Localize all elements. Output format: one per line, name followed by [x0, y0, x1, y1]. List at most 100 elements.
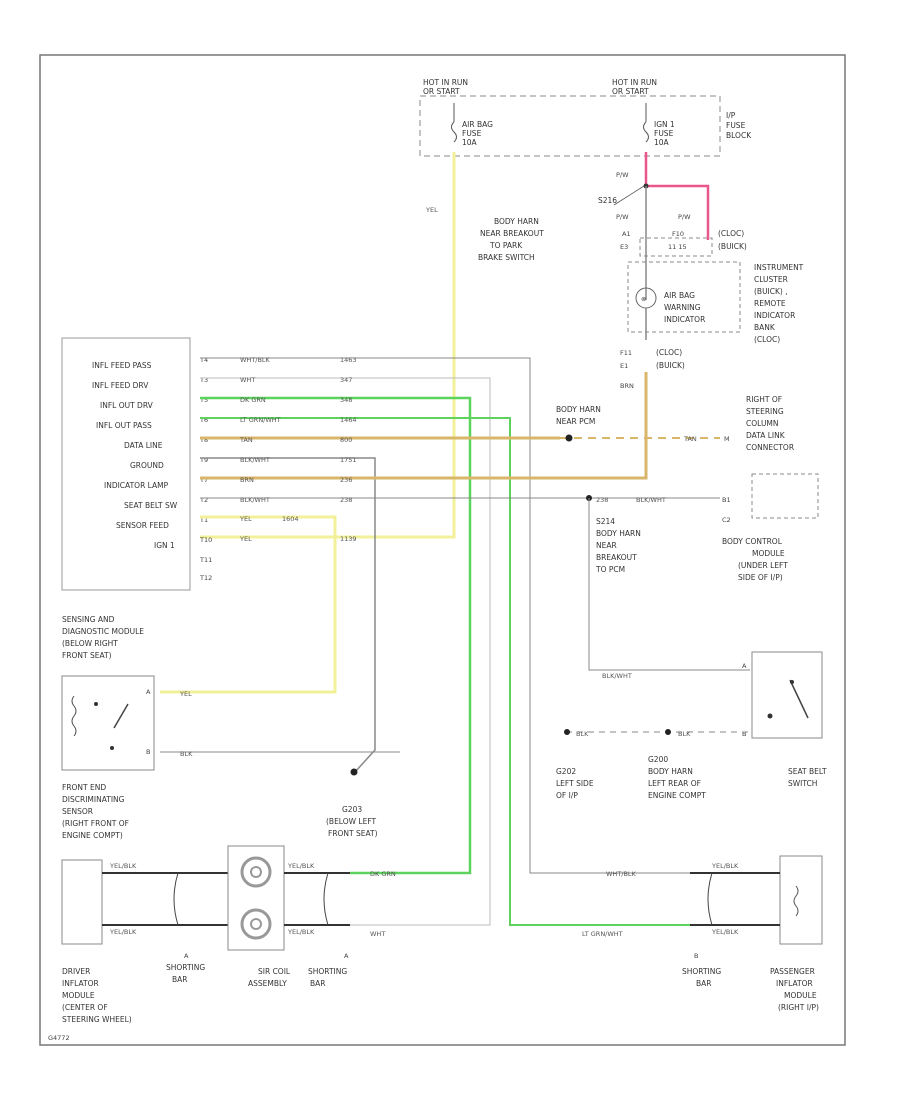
sdm-pin-7: T2	[199, 496, 208, 504]
drv-desc-1: DRIVER	[62, 967, 90, 976]
cluster-pin-1115: 11 15	[668, 243, 687, 251]
sdm-row-label-5: GROUND	[130, 461, 164, 470]
g200-blk: BLK	[678, 730, 691, 738]
left-hot-2: OR START	[423, 87, 460, 96]
diagram-frame	[39, 54, 846, 1046]
sdm-desc-2: DIAGNOSTIC MODULE	[62, 627, 144, 636]
s214-circuit: 238	[596, 496, 608, 504]
s216-desc-3: TO PARK	[489, 241, 523, 250]
pin-b-right: B	[694, 952, 698, 960]
fes-desc-1: FRONT END	[62, 783, 106, 792]
s214-desc-2: NEAR	[596, 541, 617, 550]
fes-yel: YEL	[179, 690, 192, 698]
cluster-pin-pw2: P/W	[616, 213, 629, 221]
drv-wht: WHT	[370, 930, 385, 938]
coil-desc-2: ASSEMBLY	[248, 979, 287, 988]
s216-desc-1: BODY HARN	[494, 217, 539, 226]
belt-desc-2: SWITCH	[788, 779, 817, 788]
body-control-module: B1 C2 BODY CONTROL MODULE (UNDER LEFT SI…	[722, 473, 819, 582]
cluster-lower-1: (CLOC)	[656, 348, 682, 357]
pass-ltgrn: LT GRN/WHT	[582, 930, 623, 938]
coil-desc-1: SIR COIL	[258, 967, 291, 976]
dlc-desc-4: DATA LINK	[746, 431, 786, 440]
pin-a-mid: A	[344, 952, 349, 960]
ic-desc-1: INSTRUMENT	[754, 263, 804, 272]
g203-desc-3: FRONT SEAT)	[328, 829, 378, 838]
sdm-row-label-7: SEAT BELT SW	[124, 501, 178, 510]
splice-s203: BODY HARN NEAR PCM	[556, 405, 601, 426]
sdm-row-label-1: INFL FEED DRV	[92, 381, 149, 390]
sb-right-1: SHORTING	[682, 967, 721, 976]
fes-pin-b: B	[146, 748, 150, 756]
sb-mid-2: BAR	[310, 979, 326, 988]
sdm-pin-6: T7	[199, 476, 208, 484]
sdm-pin-8: T1	[199, 516, 208, 524]
cluster-pin-f11: F11	[620, 349, 632, 357]
sdm-desc-4: FRONT SEAT)	[62, 651, 112, 660]
sdm-module: INFL FEED PASS INFL FEED DRV INFL OUT DR…	[61, 337, 212, 660]
sdm-desc-3: (BELOW RIGHT	[62, 639, 118, 648]
cluster-pin-e3: E3	[620, 243, 628, 251]
fes-desc-4: (RIGHT FRONT OF	[62, 819, 129, 828]
dlc-desc-1: RIGHT OF	[746, 395, 782, 404]
sb-right-2: BAR	[696, 979, 712, 988]
driver-inflator-module: YEL/BLK YEL/BLK SHORTING BAR A DRIVER IN…	[61, 859, 228, 1024]
s214-desc-1: BODY HARN	[596, 529, 641, 538]
sdm-desc-1: SENSING AND	[62, 615, 115, 624]
yellow-wire-ign: YEL	[200, 152, 456, 539]
sdm-pin-4: T8	[199, 436, 208, 444]
bcm-desc-4: SIDE OF I/P)	[738, 573, 783, 582]
wire-color-3: LT GRN/WHT	[240, 416, 281, 424]
g200-desc-3: LEFT REAR OF	[648, 779, 701, 788]
bcm-desc-1: BODY CONTROL	[722, 537, 783, 546]
belt-pin-a: A	[742, 662, 747, 670]
fes-blk: BLK	[180, 750, 193, 758]
pass-yelblk-2: YEL/BLK	[711, 928, 739, 936]
drv-yelblk-1: YEL/BLK	[109, 862, 137, 870]
block-label-3: BLOCK	[726, 131, 752, 140]
bcm-pin-c2: C2	[722, 516, 731, 524]
wire-color-7: BLK/WHT	[240, 496, 270, 504]
data-link-connector: TAN M RIGHT OF STEERING COLUMN DATA LINK…	[683, 395, 794, 452]
sdm-row-label-2: INFL OUT DRV	[100, 401, 154, 410]
pass-whtblk: WHT/BLK	[606, 870, 637, 878]
fes-desc-5: ENGINE COMPT)	[62, 831, 123, 840]
coil-yelblk-1: YEL/BLK	[287, 862, 315, 870]
ic-desc-3: (BUICK) ,	[754, 287, 788, 296]
wire-circuit-6: 236	[340, 476, 352, 484]
lamp-label-1: AIR BAG	[664, 291, 695, 300]
g203-desc-2: (BELOW LEFT	[326, 817, 377, 826]
pass-desc-1: PASSENGER	[770, 967, 815, 976]
cluster-pin-a1: A1	[622, 230, 631, 238]
left-fuse-1: AIR BAG	[462, 120, 493, 129]
sdm-pin-t12: T12	[199, 574, 212, 582]
instrument-cluster: P/W P/W P/W A1 E3 F10 11 15 (CLOC) (BUIC…	[616, 171, 804, 390]
drv-yelblk-2: YEL/BLK	[109, 928, 137, 936]
wire-color-0: WHT/BLK	[240, 356, 271, 364]
wire-color-5: BLK/WHT	[240, 456, 270, 464]
sir-coil-assembly: YEL/BLK YEL/BLK SIR COIL ASSEMBLY SHORTI…	[227, 845, 396, 988]
cluster-pin-brn: BRN	[620, 382, 634, 390]
ic-desc-5: INDICATOR	[754, 311, 795, 320]
dlc-tan: TAN	[683, 435, 697, 443]
pin-a-left: A	[184, 952, 189, 960]
wire-color-8: YEL	[239, 515, 252, 523]
sdm-pin-9: T10	[199, 536, 212, 544]
fes-desc-3: SENSOR	[62, 807, 93, 816]
lamp-label-3: INDICATOR	[664, 315, 705, 324]
sdm-pin-1: T3	[199, 376, 208, 384]
splice-s216: S216 BODY HARN NEAR BREAKOUT TO PARK BRA…	[478, 185, 645, 262]
wire-color-4: TAN	[239, 436, 253, 444]
wire-circuit-2: 348	[340, 396, 352, 404]
ic-desc-2: CLUSTER	[754, 275, 788, 284]
figure-id: G4772	[48, 1034, 70, 1042]
dlc-desc-5: CONNECTOR	[746, 443, 794, 452]
sdm-pin-t11: T11	[199, 556, 212, 564]
g202-blk: BLK	[576, 730, 589, 738]
wire-circuit-7: 238	[340, 496, 352, 504]
coil-yelblk-2: YEL/BLK	[287, 928, 315, 936]
s203-desc-2: NEAR PCM	[556, 417, 595, 426]
fes-desc-2: DISCRIMINATING	[62, 795, 125, 804]
dlc-desc-3: COLUMN	[746, 419, 779, 428]
